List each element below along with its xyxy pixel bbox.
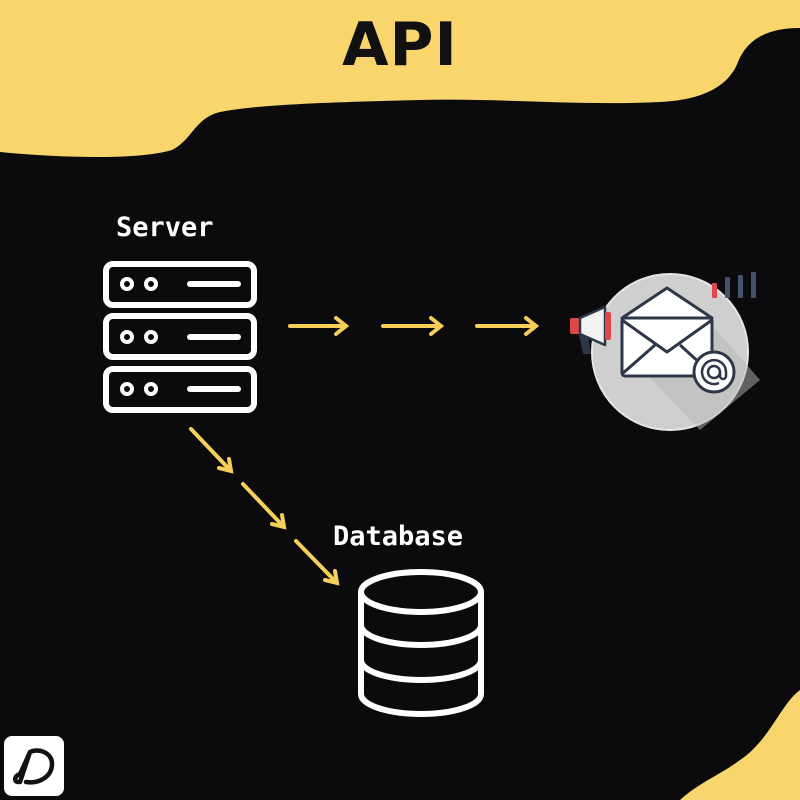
database-label: Database (333, 521, 464, 552)
server-label: Server (116, 212, 214, 243)
server-icon (103, 261, 257, 413)
database-icon (358, 569, 484, 717)
megaphone-icon (570, 305, 611, 354)
brand-logo (4, 736, 64, 796)
corner-accent (680, 690, 800, 800)
signal-bars-icon (712, 272, 756, 298)
at-sign-icon (692, 350, 736, 394)
email-notification-icon (591, 273, 760, 431)
arrow-server-to-notification (288, 316, 540, 336)
page-title: API (342, 10, 458, 80)
title-banner (0, 0, 800, 157)
arrow-server-to-database (189, 427, 340, 586)
